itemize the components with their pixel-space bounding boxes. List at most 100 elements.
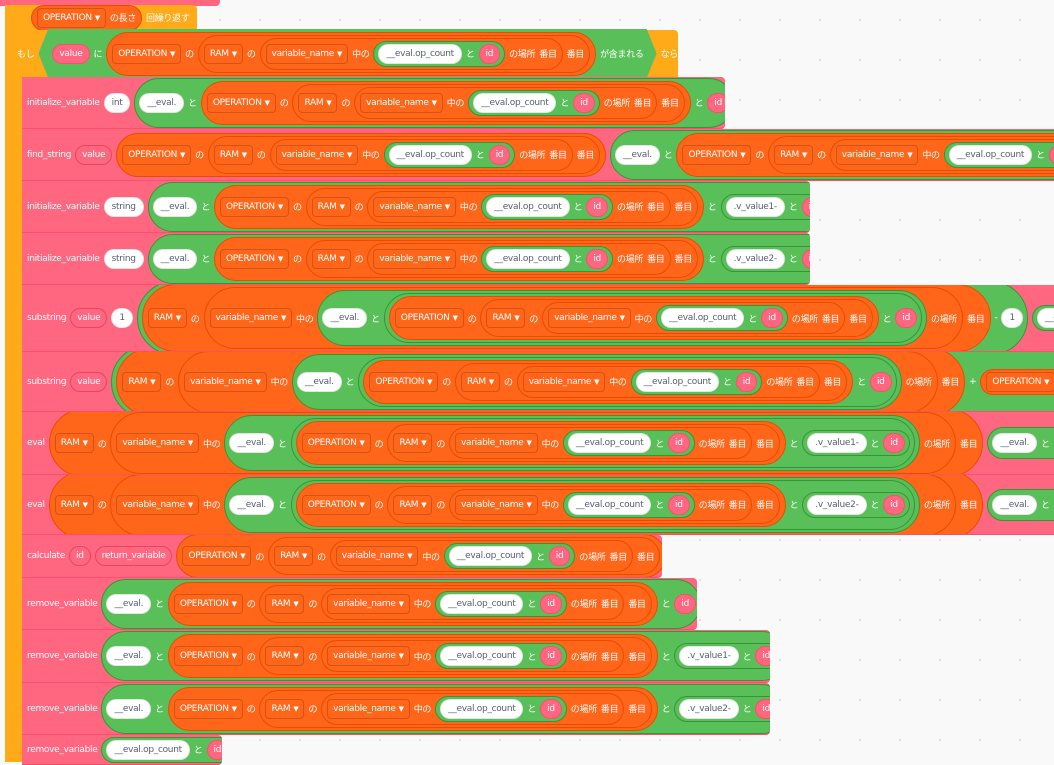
dropdown[interactable]: OPERATION▼ bbox=[207, 93, 276, 113]
argument-reporter[interactable]: id bbox=[540, 699, 562, 719]
dropdown[interactable]: RAM▼ bbox=[265, 594, 304, 614]
dropdown[interactable]: RAM▼ bbox=[214, 145, 253, 165]
argument-reporter[interactable]: id bbox=[883, 433, 905, 453]
dropdown[interactable]: variable_name▼ bbox=[523, 372, 606, 392]
dropdown[interactable]: variable_name▼ bbox=[548, 308, 631, 328]
text-input[interactable]: .v_value1- bbox=[679, 646, 738, 666]
text-input[interactable]: __eval. bbox=[297, 372, 342, 392]
dropdown[interactable]: RAM▼ bbox=[393, 495, 432, 515]
text-input[interactable]: 1 bbox=[111, 308, 132, 328]
text-input[interactable]: __eval. bbox=[992, 495, 1037, 515]
text-input[interactable]: __eval. bbox=[229, 495, 274, 515]
argument-reporter[interactable]: id bbox=[69, 546, 91, 566]
reporter-block[interactable]: OPERATION▼の長さ bbox=[31, 5, 142, 31]
text-input[interactable]: __eval.op_count bbox=[440, 646, 523, 666]
text-input[interactable]: __eval.op_count bbox=[106, 740, 189, 760]
argument-reporter[interactable]: id bbox=[755, 699, 770, 719]
argument-reporter[interactable]: value bbox=[52, 44, 89, 64]
text-input[interactable]: .v_value2- bbox=[726, 249, 785, 269]
text-input[interactable]: __eval. bbox=[139, 93, 184, 113]
text-input[interactable]: __eval.op_count bbox=[486, 197, 569, 217]
dropdown[interactable]: RAM▼ bbox=[312, 197, 351, 217]
dropdown[interactable]: RAM▼ bbox=[393, 433, 432, 453]
argument-reporter[interactable]: id bbox=[668, 433, 690, 453]
dropdown[interactable]: variable_name▼ bbox=[336, 546, 419, 566]
dropdown[interactable]: RAM▼ bbox=[461, 372, 500, 392]
text-input[interactable]: __eval. bbox=[992, 433, 1037, 453]
dropdown[interactable]: variable_name▼ bbox=[373, 197, 456, 217]
text-input[interactable]: __eval.op_count bbox=[661, 308, 744, 328]
argument-reporter[interactable]: id bbox=[1049, 145, 1054, 165]
argument-reporter[interactable]: id bbox=[573, 93, 595, 113]
text-input[interactable]: string bbox=[104, 197, 144, 217]
argument-reporter[interactable]: id bbox=[870, 372, 892, 392]
operator-block[interactable]: .v_value2-とid bbox=[721, 246, 810, 272]
dropdown[interactable]: OPERATION▼ bbox=[112, 44, 181, 64]
dropdown[interactable]: OPERATION▼ bbox=[174, 699, 243, 719]
dropdown[interactable]: OPERATION▼ bbox=[37, 8, 106, 28]
text-input[interactable]: string bbox=[104, 249, 144, 269]
text-input[interactable]: __eval.op_count bbox=[636, 372, 719, 392]
text-input[interactable]: __eval.op_count bbox=[440, 699, 523, 719]
argument-reporter[interactable]: id bbox=[540, 594, 562, 614]
argument-reporter[interactable]: id bbox=[802, 249, 810, 269]
dropdown[interactable]: OPERATION▼ bbox=[174, 646, 243, 666]
argument-reporter[interactable]: id bbox=[883, 495, 905, 515]
dropdown[interactable]: OPERATION▼ bbox=[302, 433, 371, 453]
dropdown[interactable]: RAM▼ bbox=[274, 546, 313, 566]
dropdown[interactable]: variable_name▼ bbox=[276, 145, 359, 165]
dropdown[interactable]: variable_name▼ bbox=[184, 372, 267, 392]
text-input[interactable]: __eval.op_count bbox=[449, 546, 532, 566]
argument-reporter[interactable]: id bbox=[755, 646, 770, 666]
dropdown[interactable]: variable_name▼ bbox=[360, 93, 443, 113]
repeat-block[interactable]: OPERATION▼の長さ回繰り返す bbox=[5, 5, 197, 30]
dropdown[interactable]: RAM▼ bbox=[122, 372, 161, 392]
argument-reporter[interactable]: id bbox=[761, 308, 783, 328]
text-input[interactable]: __eval. bbox=[106, 594, 151, 614]
text-input[interactable]: .v_value1- bbox=[726, 197, 785, 217]
dropdown[interactable]: OPERATION▼ bbox=[220, 249, 289, 269]
